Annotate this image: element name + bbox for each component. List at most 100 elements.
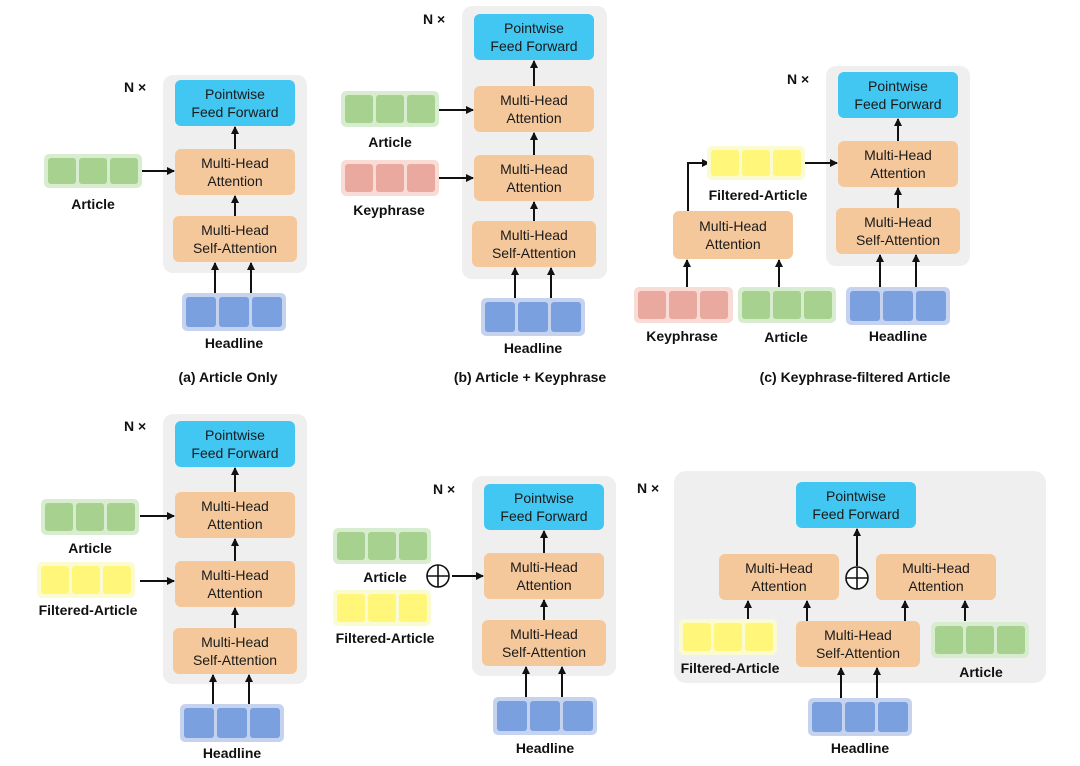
diagram-c: N × Pointwise Feed Forward Multi-Head At… bbox=[634, 66, 970, 385]
keyphrase-embedding bbox=[634, 287, 733, 323]
article-label: Article bbox=[363, 569, 407, 585]
cross-attention-line1: Multi-Head bbox=[500, 161, 568, 177]
self-attention-line2: Self-Attention bbox=[492, 245, 576, 261]
self-attention-line2: Self-Attention bbox=[502, 644, 586, 660]
filtered-article-embedding bbox=[707, 146, 805, 180]
cross-attention-line2: Attention bbox=[506, 110, 561, 126]
left-cross-attention-block bbox=[719, 554, 839, 600]
filter-attention-line1: Multi-Head bbox=[699, 218, 767, 234]
self-attention-line2: Self-Attention bbox=[816, 645, 900, 661]
self-attention-block bbox=[482, 620, 606, 666]
repeat-label: N × bbox=[787, 71, 809, 87]
headline-embedding bbox=[182, 293, 286, 331]
headline-label: Headline bbox=[831, 740, 890, 756]
headline-embedding bbox=[180, 704, 284, 742]
self-attention-line1: Multi-Head bbox=[201, 634, 269, 650]
self-attention-line1: Multi-Head bbox=[510, 626, 578, 642]
headline-label: Headline bbox=[504, 340, 563, 356]
headline-embedding bbox=[808, 698, 912, 736]
diagram-f: N × Pointwise Feed Forward Multi-Head At… bbox=[637, 471, 1046, 756]
feed-forward-line1: Pointwise bbox=[826, 488, 886, 504]
feed-forward-line2: Feed Forward bbox=[191, 104, 278, 120]
cross-attention-line2: Attention bbox=[207, 173, 262, 189]
cross-attention-block bbox=[175, 561, 295, 607]
diagram-a: N × Pointwise Feed Forward Multi-Head At… bbox=[44, 75, 307, 385]
cross-attention-block bbox=[474, 86, 594, 132]
cross-attention-line2: Attention bbox=[207, 585, 262, 601]
left-cross-attention-line2: Attention bbox=[751, 578, 806, 594]
filter-attention-block bbox=[673, 211, 793, 259]
feed-forward-line1: Pointwise bbox=[868, 78, 928, 94]
filtered-article-embedding bbox=[679, 619, 777, 655]
cross-attention-line1: Multi-Head bbox=[201, 498, 269, 514]
filtered-article-label: Filtered-Article bbox=[681, 660, 780, 676]
cross-attention-line2: Attention bbox=[207, 516, 262, 532]
filtered-article-label: Filtered-Article bbox=[709, 187, 808, 203]
filtered-article-embedding bbox=[333, 590, 431, 626]
self-attention-line1: Multi-Head bbox=[824, 627, 892, 643]
feed-forward-line1: Pointwise bbox=[504, 20, 564, 36]
cross-attention-line1: Multi-Head bbox=[864, 147, 932, 163]
feed-forward-block bbox=[175, 80, 295, 126]
feed-forward-block bbox=[484, 484, 604, 530]
cross-attention-line2: Attention bbox=[516, 577, 571, 593]
oplus-symbol bbox=[845, 566, 869, 590]
headline-label: Headline bbox=[516, 740, 575, 756]
repeat-label: N × bbox=[124, 79, 146, 95]
left-cross-attention-line1: Multi-Head bbox=[745, 560, 813, 576]
right-cross-attention-line1: Multi-Head bbox=[902, 560, 970, 576]
caption-a: (a) Article Only bbox=[178, 369, 277, 385]
article-embedding bbox=[41, 499, 139, 535]
caption-b: (b) Article + Keyphrase bbox=[454, 369, 607, 385]
headline-label: Headline bbox=[869, 328, 928, 344]
article-embedding bbox=[333, 528, 431, 564]
keyphrase-embedding bbox=[341, 160, 439, 196]
feed-forward-block bbox=[838, 72, 958, 118]
cross-attention-block bbox=[175, 149, 295, 195]
self-attention-line1: Multi-Head bbox=[500, 227, 568, 243]
self-attention-line1: Multi-Head bbox=[201, 222, 269, 238]
diagram-e: N × Pointwise Feed Forward Multi-Head At… bbox=[333, 476, 616, 756]
article-label: Article bbox=[71, 196, 115, 212]
filter-attention-line2: Attention bbox=[705, 236, 760, 252]
cross-attention-block bbox=[838, 141, 958, 187]
repeat-label: N × bbox=[423, 11, 445, 27]
headline-embedding bbox=[481, 298, 585, 336]
self-attention-block bbox=[836, 208, 960, 254]
self-attention-block bbox=[173, 628, 297, 674]
repeat-label: N × bbox=[124, 418, 146, 434]
cross-attention-line2: Attention bbox=[870, 165, 925, 181]
self-attention-block bbox=[796, 621, 920, 667]
headline-embedding bbox=[846, 287, 950, 325]
filtered-article-label: Filtered-Article bbox=[336, 630, 435, 646]
self-attention-block bbox=[173, 216, 297, 262]
feed-forward-line2: Feed Forward bbox=[500, 508, 587, 524]
article-label: Article bbox=[764, 329, 808, 345]
cross-attention-block bbox=[484, 553, 604, 599]
feed-forward-line1: Pointwise bbox=[514, 490, 574, 506]
article-embedding bbox=[44, 154, 142, 188]
cross-attention-block bbox=[175, 492, 295, 538]
cross-attention-line1: Multi-Head bbox=[500, 92, 568, 108]
article-embedding bbox=[931, 622, 1029, 658]
filtered-article-embedding bbox=[37, 562, 135, 598]
filtered-article-label: Filtered-Article bbox=[39, 602, 138, 618]
right-cross-attention-line2: Attention bbox=[908, 578, 963, 594]
self-attention-line1: Multi-Head bbox=[864, 214, 932, 230]
self-attention-block bbox=[472, 221, 596, 267]
feed-forward-line2: Feed Forward bbox=[812, 506, 899, 522]
article-label: Article bbox=[368, 134, 412, 150]
article-embedding bbox=[738, 287, 836, 323]
repeat-label: N × bbox=[433, 481, 455, 497]
arrow bbox=[687, 159, 710, 211]
oplus-symbol bbox=[426, 564, 450, 588]
self-attention-line2: Self-Attention bbox=[193, 652, 277, 668]
article-label: Article bbox=[959, 664, 1003, 680]
feed-forward-line2: Feed Forward bbox=[490, 38, 577, 54]
feed-forward-line1: Pointwise bbox=[205, 427, 265, 443]
diagram-d: N × Pointwise Feed Forward Multi-Head At… bbox=[37, 414, 307, 761]
feed-forward-block bbox=[175, 421, 295, 467]
self-attention-line2: Self-Attention bbox=[193, 240, 277, 256]
headline-label: Headline bbox=[203, 745, 262, 761]
